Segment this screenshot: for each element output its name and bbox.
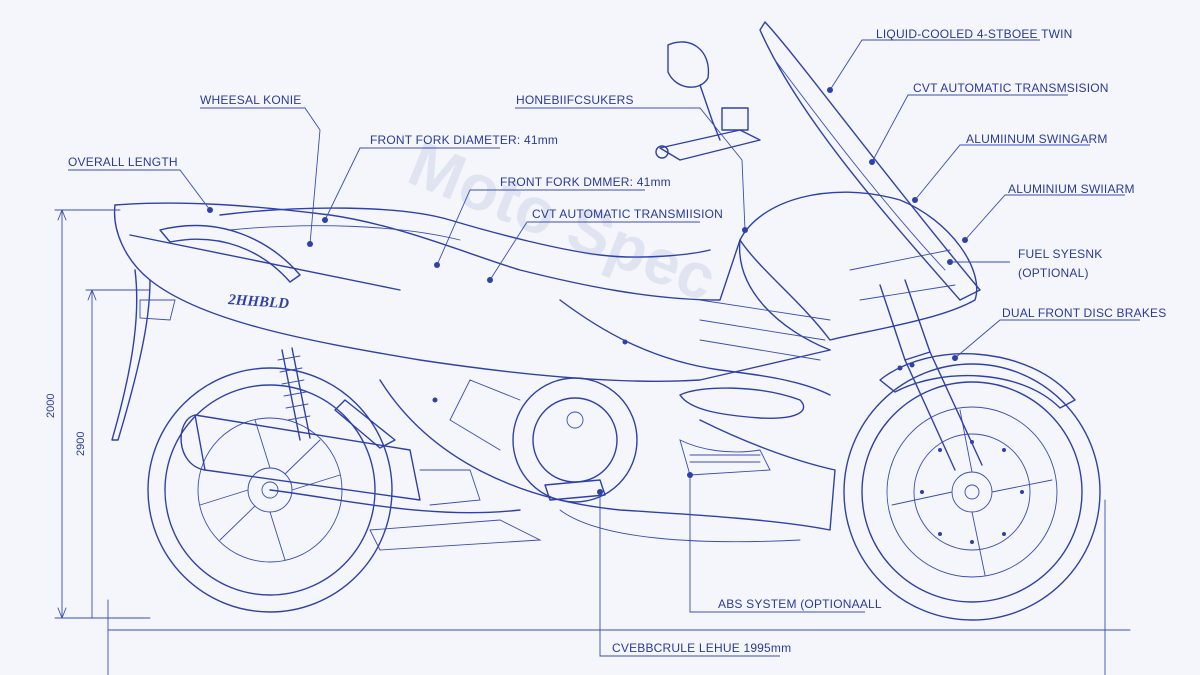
- dimension-outer-label: 2000: [45, 394, 57, 418]
- motorcycle-outline: [111, 21, 1101, 621]
- callout-fork-1: FRONT FORK DIAMETER: 41mm: [370, 133, 558, 147]
- callout-cvt-center: CVT AUTOMATIC TRANSMIISION: [532, 207, 723, 221]
- callout-fuel-line2: (OPTIONAL): [1018, 266, 1089, 280]
- watermark-text: Moto Spec: [399, 127, 726, 315]
- callout-cvt-right: CVT AUTOMATIC TRANSMSISION: [913, 81, 1109, 95]
- dimension-inner-label: 2900: [75, 432, 87, 456]
- callout-swingarm-2: ALUMINIUM SWIIARM: [1008, 182, 1135, 196]
- callout-swingarm-1: ALUMIINUM SWINGARM: [966, 132, 1108, 146]
- callout-overall-bottom: CVEBBCRULE LEHUE 1995mm: [612, 641, 791, 655]
- dimension-lines: [54, 209, 1131, 675]
- callout-fork-2: FRONT FORK DMMER: 41mm: [500, 175, 671, 189]
- callout-overall-length: OVERALL LENGTH: [68, 155, 178, 169]
- callout-handlebars: HONEBIIFCSUKERS: [516, 93, 634, 107]
- tank-badge-text: 2HHBLD: [227, 292, 290, 312]
- callout-brakes: DUAL FRONT DISC BRAKES: [1002, 306, 1166, 320]
- callout-wheelbase-top: WHEESAL KONIE: [200, 93, 302, 107]
- callout-abs: ABS SYSTEM (OPTIONAALL: [718, 597, 882, 611]
- callout-leaders: [68, 39, 1140, 657]
- callout-fuel-line1: FUEL SYESNK: [1018, 247, 1102, 261]
- callout-engine: LIQUID-COOLED 4-STBOEE TWIN: [876, 27, 1073, 41]
